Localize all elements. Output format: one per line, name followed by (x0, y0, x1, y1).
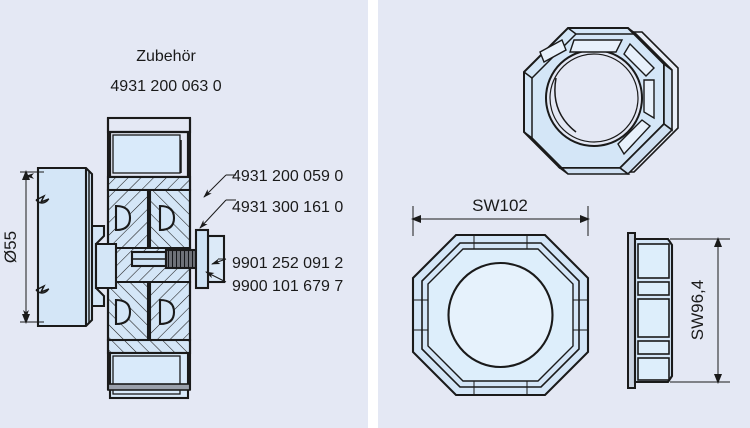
diameter-dimension: Ø55 (1, 170, 44, 324)
isometric-nut-view (523, 27, 679, 176)
sw964-dimension: SW96,4 (670, 237, 730, 384)
side-octagon-view (627, 232, 674, 389)
diameter-label: Ø55 (1, 231, 20, 263)
sw102-dimension: SW102 (411, 196, 590, 236)
disc-part (35, 166, 94, 328)
left-drawing-panel: Zubehör 4931 200 063 0 (0, 0, 368, 428)
sw964-label: SW96,4 (688, 280, 707, 340)
callout-label-4: 9900 101 679 7 (232, 278, 343, 295)
right-drawing-panel: SW102 (378, 0, 750, 428)
cross-section-assembly (86, 116, 226, 400)
sw102-label: SW102 (472, 196, 528, 215)
callout-label-1: 4931 200 059 0 (232, 168, 343, 185)
accessory-title: Zubehör (136, 48, 196, 65)
callout-leaders (199, 174, 236, 283)
callout-label-2: 4931 300 161 0 (232, 199, 343, 216)
callout-label-3: 9901 252 091 2 (232, 255, 343, 272)
front-octagon-view (411, 233, 590, 397)
accessory-part-number: 4931 200 063 0 (110, 78, 221, 95)
